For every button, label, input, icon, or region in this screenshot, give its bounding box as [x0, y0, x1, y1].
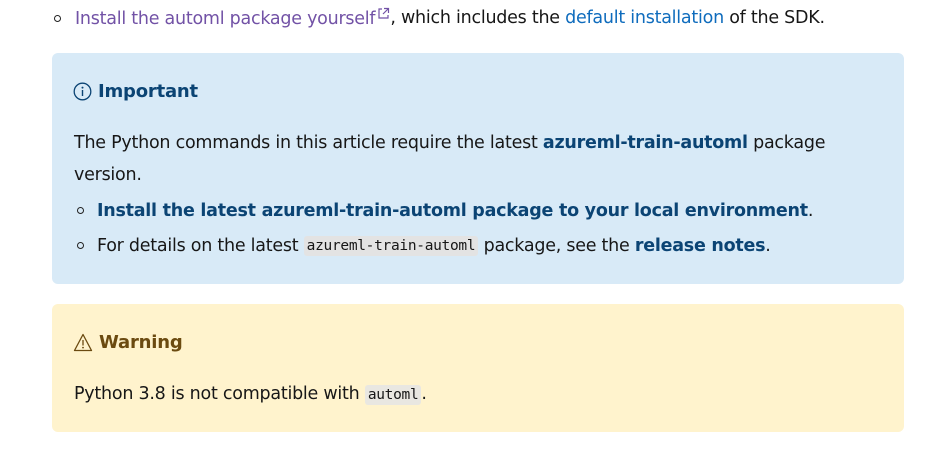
- punctuation: .: [807, 200, 814, 221]
- package-name-strong: azureml-train-automl: [542, 133, 748, 153]
- list-item-install-automl: Install the automl package yourself , wh…: [54, 4, 825, 32]
- default-installation-link[interactable]: default installation: [565, 8, 724, 28]
- info-icon: [73, 82, 92, 100]
- automl-code: automl: [364, 385, 422, 405]
- list-item-release-notes: For details on the latest azureml-train-…: [74, 228, 894, 263]
- package-code: azureml-train-automl: [303, 235, 479, 256]
- list-item-install-latest: Install the latest azureml-train-automl …: [74, 193, 894, 228]
- important-paragraph: The Python commands in this article requ…: [74, 127, 874, 191]
- warning-text: Python 3.8 is not compatible with: [74, 384, 365, 404]
- top-item-end-text: of the SDK.: [723, 8, 825, 28]
- warning-alert-title: Warning: [73, 328, 183, 356]
- important-list: Install the latest azureml-train-automl …: [74, 193, 894, 263]
- bullet-icon: [54, 14, 61, 22]
- warning-triangle-icon: [73, 333, 93, 351]
- important-alert: Important The Python commands in this ar…: [52, 53, 904, 284]
- external-link-icon: [378, 7, 390, 19]
- release-notes-link[interactable]: release notes: [634, 235, 766, 256]
- item-text-middle: package, see the: [478, 235, 635, 256]
- item-text: For details on the latest: [97, 235, 304, 256]
- bullet-icon: [77, 207, 84, 214]
- warning-paragraph: Python 3.8 is not compatible with automl…: [74, 378, 874, 411]
- top-item-middle-text: , which includes the: [390, 8, 566, 28]
- warning-alert: Warning Python 3.8 is not compatible wit…: [52, 304, 904, 432]
- punctuation: .: [421, 384, 427, 404]
- punctuation: .: [765, 235, 771, 256]
- install-automl-link[interactable]: Install the automl package yourself: [75, 7, 390, 29]
- important-alert-title: Important: [73, 77, 198, 105]
- install-automl-link-text: Install the automl package yourself: [75, 9, 376, 29]
- para-text-after: package version.: [74, 133, 826, 185]
- warning-title-text: Warning: [99, 331, 183, 353]
- bullet-icon: [77, 242, 84, 249]
- para-text: The Python commands in this article requ…: [74, 133, 543, 153]
- important-title-text: Important: [98, 80, 198, 102]
- install-latest-link[interactable]: Install the latest azureml-train-automl …: [97, 200, 808, 221]
